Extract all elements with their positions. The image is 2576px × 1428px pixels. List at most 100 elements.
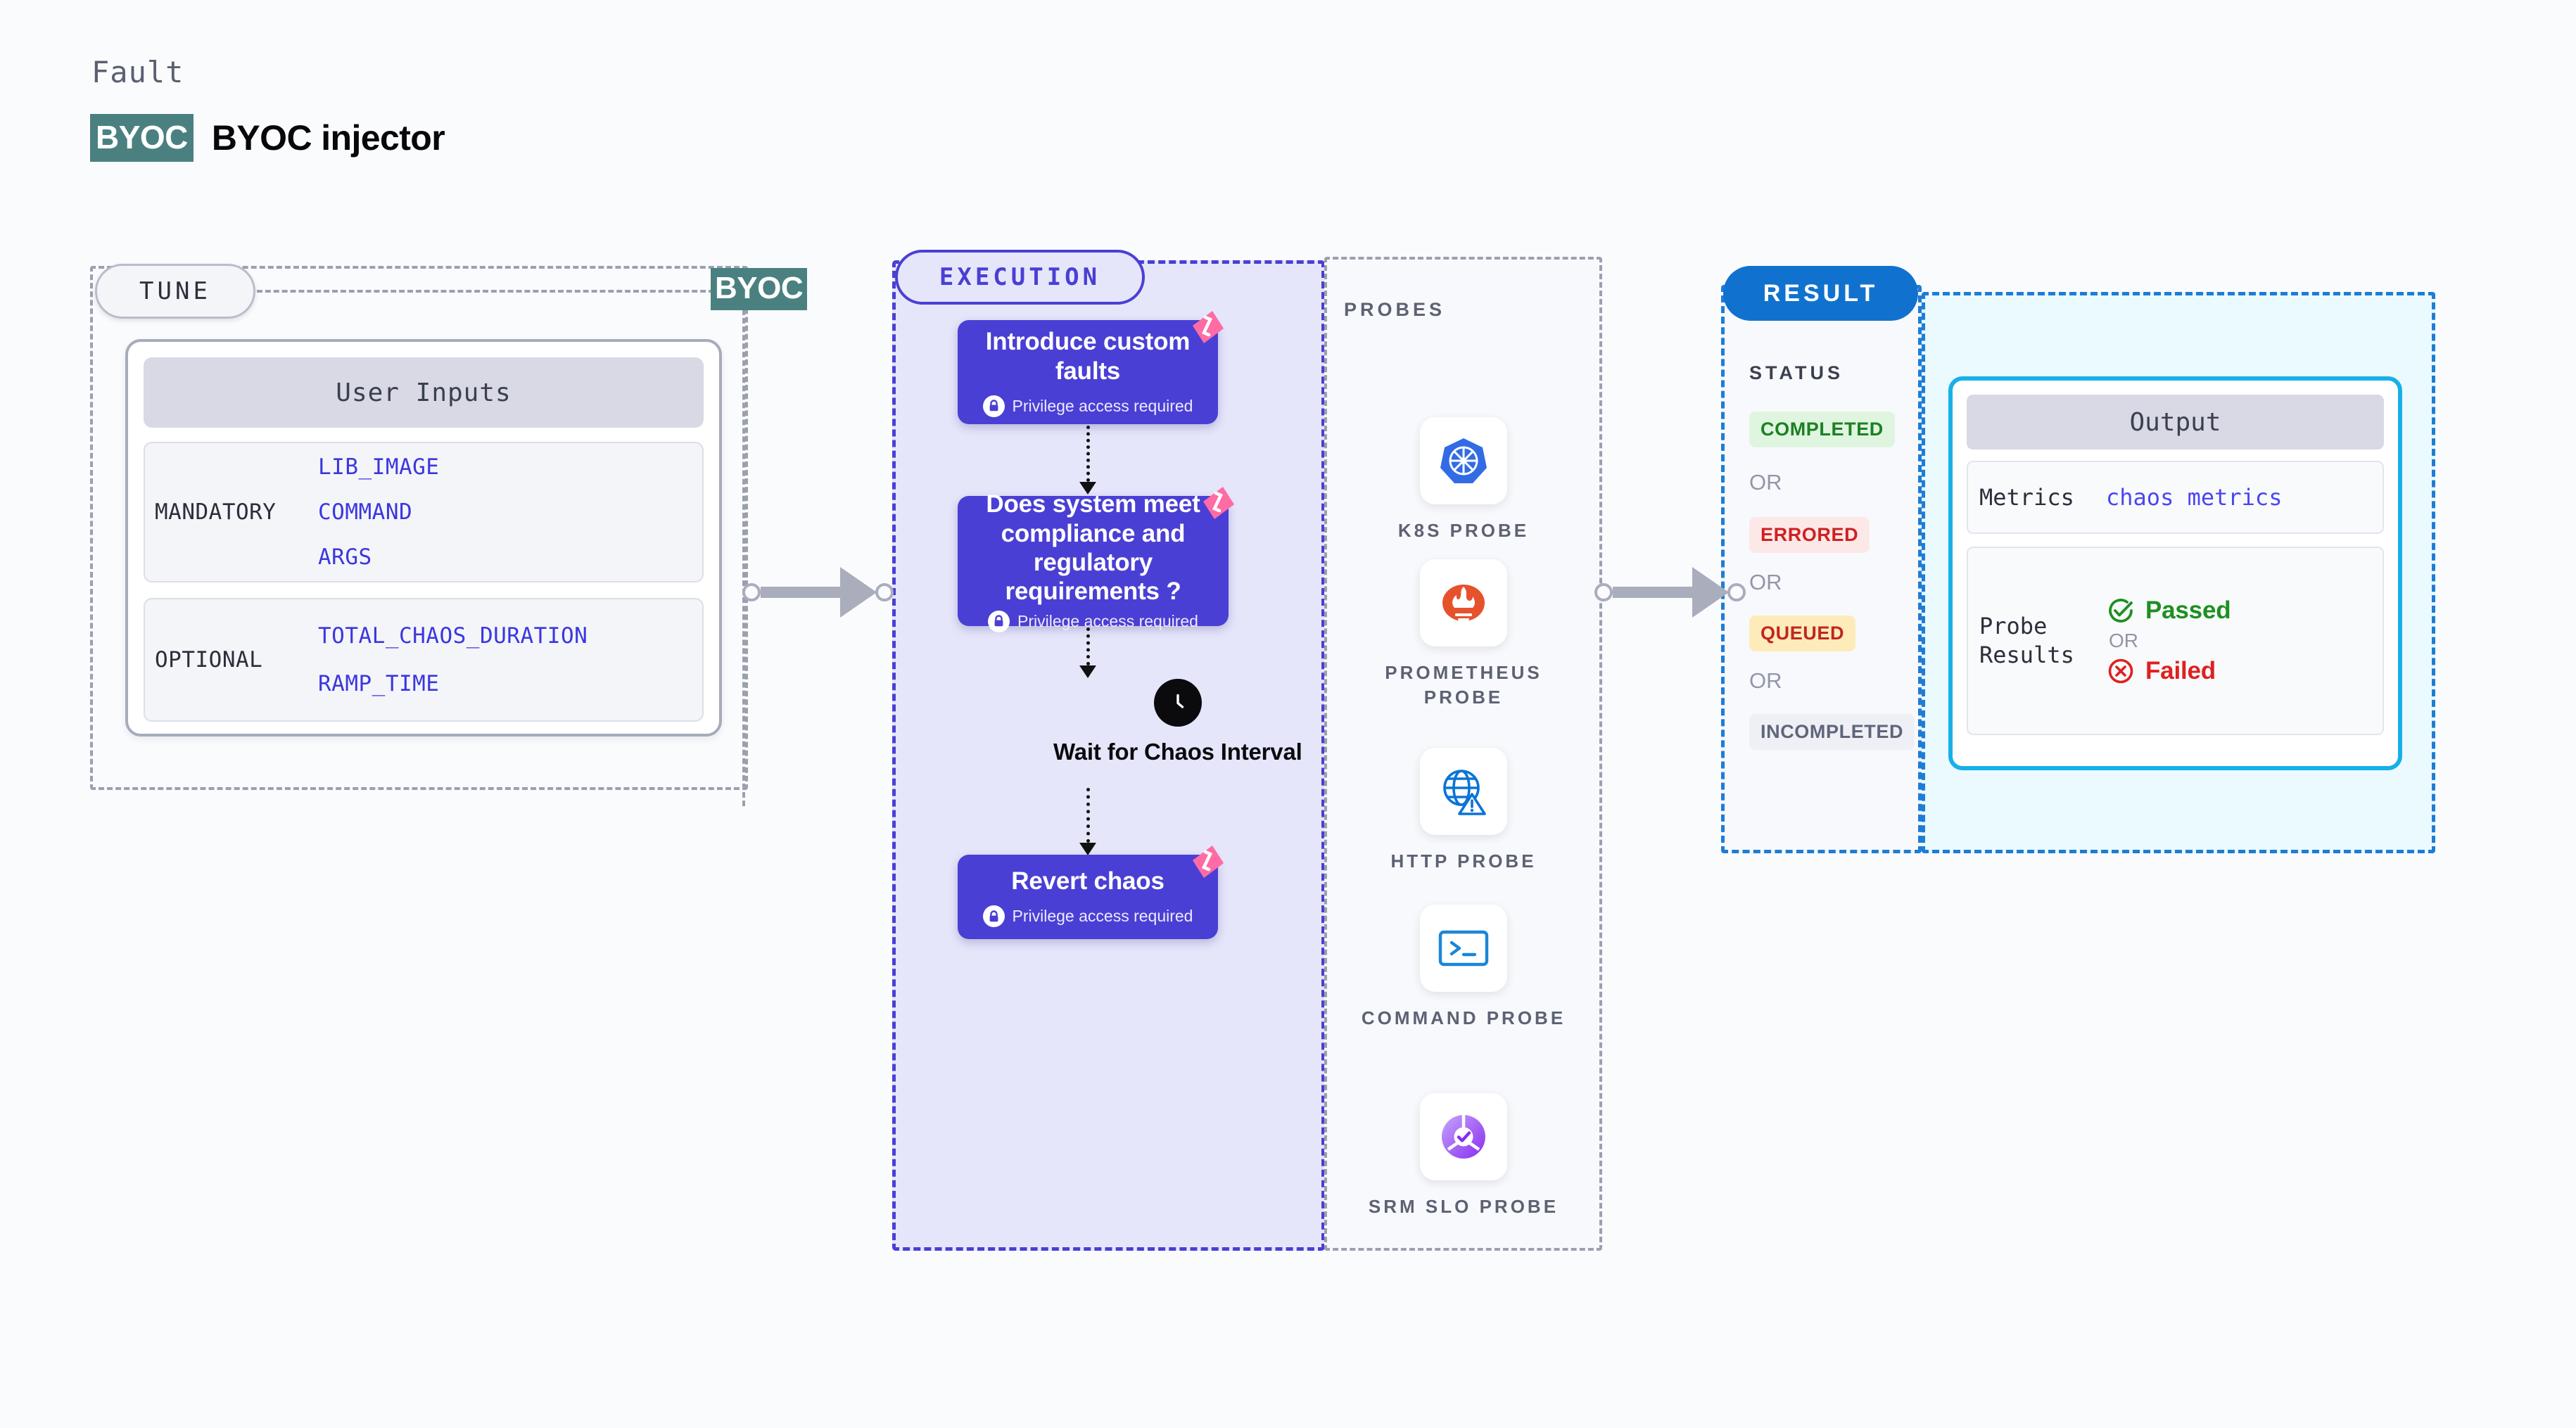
node-title: Does system meet compliance and regulato…	[986, 490, 1200, 606]
http-globe-icon	[1420, 748, 1507, 835]
status-badge-queued: QUEUED	[1749, 616, 1856, 651]
probe-result-passed: Passed	[2106, 596, 2231, 625]
arrow-head-icon	[840, 567, 877, 618]
optional-label: OPTIONAL	[155, 647, 263, 672]
execution-panel	[892, 260, 1325, 1251]
status-badge-completed: COMPLETED	[1749, 412, 1895, 447]
node-privilege-text: Privilege access required	[1017, 611, 1198, 630]
tune-to-execution-arrow	[742, 567, 894, 618]
optional-params-group: OPTIONAL TOTAL_CHAOS_DURATION RAMP_TIME	[144, 598, 704, 722]
page-title-row: BYOC BYOC injector	[90, 114, 445, 162]
kubernetes-icon	[1420, 417, 1507, 504]
execution-node-revert-chaos[interactable]: Revert chaos Privilege access required	[958, 846, 1224, 939]
param-command[interactable]: COMMAND	[318, 499, 413, 525]
node-privilege-text: Privilege access required	[1012, 907, 1193, 926]
arrow-start-dot	[1594, 583, 1613, 601]
arrow-end-dot	[1727, 583, 1746, 601]
metrics-value-link[interactable]: chaos metrics	[2106, 484, 2283, 511]
lock-icon	[988, 610, 1010, 632]
probe-label: COMMAND PROBE	[1361, 1007, 1566, 1028]
passed-label: Passed	[2145, 597, 2231, 624]
node1-to-node2-arrow	[1079, 426, 1096, 495]
status-title: STATUS	[1749, 362, 1844, 383]
probe-result-or: OR	[2109, 630, 2138, 651]
arrow-head-icon	[1692, 567, 1729, 618]
probe-item-prometheus[interactable]: PROMETHEUS PROBE	[1358, 559, 1569, 710]
metrics-key: Metrics	[1979, 483, 2074, 511]
harness-badge-icon	[1203, 487, 1234, 519]
param-total-chaos-duration[interactable]: TOTAL_CHAOS_DURATION	[318, 623, 588, 649]
srm-slo-icon	[1420, 1093, 1507, 1180]
dotted-line	[1086, 788, 1090, 843]
dotted-line	[1086, 627, 1090, 665]
probes-title: PROBES	[1344, 299, 1446, 320]
user-inputs-card: User Inputs MANDATORY LIB_IMAGE COMMAND …	[125, 339, 722, 737]
param-lib-image[interactable]: LIB_IMAGE	[318, 454, 440, 480]
mandatory-values: LIB_IMAGE COMMAND ARGS	[318, 454, 439, 570]
probe-item-srm-slo[interactable]: SRM SLO PROBE	[1358, 1093, 1569, 1219]
probe-item-command[interactable]: COMMAND PROBE	[1358, 905, 1569, 1031]
arrow-head-icon	[1079, 482, 1096, 495]
dotted-line	[1086, 426, 1090, 482]
tune-byoc-dashed-line	[257, 290, 714, 293]
execution-node-compliance-check[interactable]: Does system meet compliance and regulato…	[958, 487, 1234, 632]
terminal-icon	[1420, 905, 1507, 992]
harness-badge-icon	[1193, 311, 1224, 343]
wait-to-revert-arrow	[1079, 788, 1096, 855]
node-privilege-row: Privilege access required	[988, 610, 1198, 632]
byoc-vertical-dashed-line	[742, 310, 745, 806]
wait-for-chaos-interval-step[interactable]: Wait for Chaos Interval	[1053, 679, 1302, 766]
tune-pill: TUNE	[95, 264, 255, 319]
byoc-connector-tag: BYOC	[711, 268, 808, 310]
probe-results-values: Passed OR Failed	[2106, 596, 2231, 686]
clock-icon	[1153, 679, 1202, 727]
probe-label: K8S PROBE	[1397, 520, 1530, 541]
status-badge-errored: ERRORED	[1749, 517, 1870, 553]
result-pill: RESULT	[1723, 266, 1918, 321]
param-args[interactable]: ARGS	[318, 544, 372, 570]
arrow-shaft	[1613, 587, 1694, 598]
status-or-2: OR	[1749, 570, 1782, 594]
arrow-start-dot	[742, 583, 761, 601]
page-eyebrow: Fault	[91, 55, 184, 89]
status-or-3: OR	[1749, 668, 1782, 693]
page-title: BYOC injector	[211, 118, 445, 158]
wait-step-label: Wait for Chaos Interval	[1053, 739, 1302, 765]
failed-label: Failed	[2145, 657, 2216, 684]
probe-item-k8s[interactable]: K8S PROBE	[1358, 417, 1569, 543]
node-title: Introduce custom faults	[985, 328, 1191, 385]
output-metrics-row: Metrics chaos metrics	[1967, 461, 2384, 534]
probe-result-failed: Failed	[2106, 656, 2231, 686]
output-header: Output	[1967, 395, 2384, 450]
execution-to-result-arrow	[1594, 567, 1746, 618]
arrow-shaft	[761, 587, 842, 598]
probe-item-http[interactable]: HTTP PROBE	[1358, 748, 1569, 874]
execution-pill: EXECUTION	[895, 250, 1145, 305]
arrow-head-icon	[1079, 843, 1096, 855]
node-privilege-row: Privilege access required	[982, 905, 1193, 928]
user-inputs-header: User Inputs	[144, 357, 704, 428]
harness-badge-icon	[1193, 846, 1224, 878]
status-or-1: OR	[1749, 470, 1782, 495]
lock-icon	[982, 395, 1005, 417]
check-circle-icon	[2109, 599, 2133, 623]
param-ramp-time[interactable]: RAMP_TIME	[318, 671, 440, 696]
status-panel	[1721, 285, 1922, 853]
probe-label: PROMETHEUS PROBE	[1385, 662, 1542, 708]
byoc-badge: BYOC	[90, 114, 193, 162]
lock-icon	[982, 905, 1005, 928]
node-privilege-row: Privilege access required	[982, 395, 1193, 417]
arrow-head-icon	[1079, 665, 1096, 678]
probe-label: HTTP PROBE	[1390, 850, 1537, 872]
probe-label: SRM SLO PROBE	[1368, 1196, 1559, 1217]
node-title: Revert chaos	[1011, 867, 1165, 895]
tune-panel	[90, 266, 748, 790]
node2-to-wait-arrow	[1079, 627, 1096, 678]
status-badge-incompleted: INCOMPLETED	[1749, 714, 1915, 750]
execution-node-introduce-faults[interactable]: Introduce custom faults Privilege access…	[958, 311, 1224, 424]
mandatory-params-group: MANDATORY LIB_IMAGE COMMAND ARGS	[144, 442, 704, 582]
